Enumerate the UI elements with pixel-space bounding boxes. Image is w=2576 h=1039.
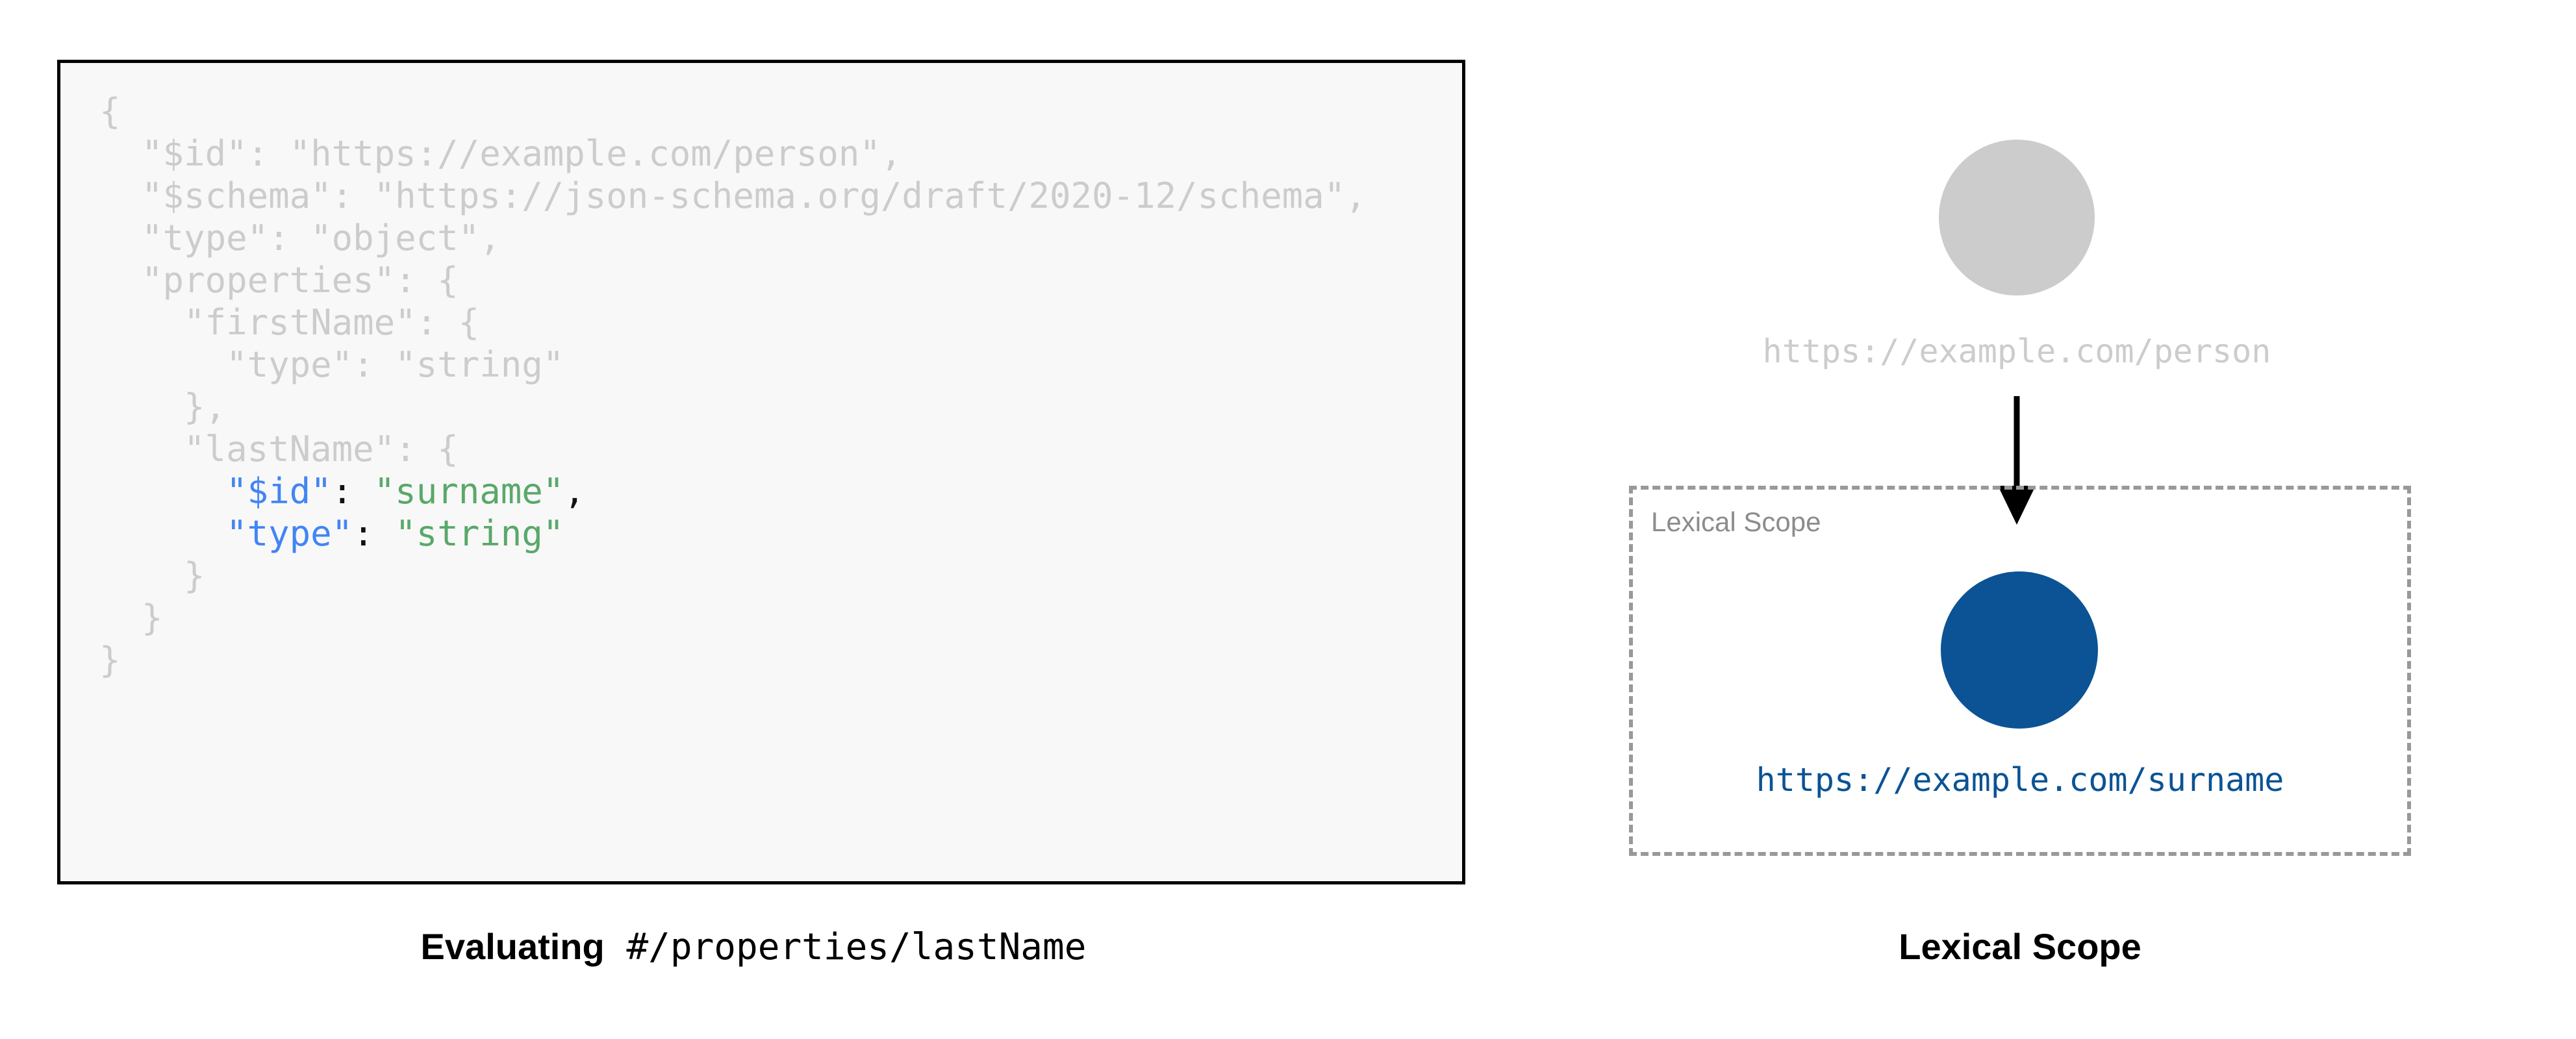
code-token-dim: "$id": "https://example.com/person", <box>142 133 902 174</box>
code-line: { <box>99 90 1367 132</box>
code-token-punct: , <box>564 471 585 512</box>
code-token-key: "type" <box>226 513 353 554</box>
code-line: "type": "string" <box>99 512 1367 555</box>
code-indent <box>99 471 226 512</box>
outer-schema-node-label: https://example.com/person <box>1762 332 2271 370</box>
code-line: "firstName": { <box>99 301 1367 344</box>
code-indent <box>99 302 184 343</box>
code-token-dim: { <box>99 91 121 132</box>
code-indent <box>99 597 142 638</box>
code-token-dim: } <box>99 640 121 681</box>
code-lines: { "$id": "https://example.com/person", "… <box>99 90 1367 681</box>
code-token-dim: "properties": { <box>142 260 459 301</box>
code-line: "$id": "surname", <box>99 470 1367 512</box>
code-line: "properties": { <box>99 259 1367 301</box>
code-token-punct: : <box>353 513 396 554</box>
json-code-block: { "$id": "https://example.com/person", "… <box>57 60 1465 884</box>
code-indent <box>99 513 226 554</box>
code-line: "$id": "https://example.com/person", <box>99 132 1367 175</box>
code-token-punct: : <box>331 471 374 512</box>
outer-schema-node-circle <box>1939 140 2095 295</box>
code-token-dim: "$schema": "https://json-schema.org/draf… <box>142 175 1367 216</box>
inner-schema-node-label: https://example.com/surname <box>1756 761 2284 799</box>
lexical-scope-boundary: Lexical Scope <box>1629 486 2411 856</box>
code-token-dim: } <box>142 597 163 638</box>
code-line: } <box>99 597 1367 639</box>
code-token-dim: }, <box>184 386 227 427</box>
code-indent <box>99 555 184 596</box>
code-line: "type": "string" <box>99 344 1367 386</box>
code-indent <box>99 218 142 258</box>
code-line: "$schema": "https://json-schema.org/draf… <box>99 175 1367 217</box>
left-caption-pointer: #/properties/lastName <box>626 926 1087 968</box>
left-caption-bold: Evaluating <box>420 926 605 967</box>
code-token-dim: "type": "object", <box>142 218 501 258</box>
code-token-str: "string" <box>395 513 564 554</box>
left-caption: Evaluating #/properties/lastName <box>0 925 1507 968</box>
code-token-dim: "lastName": { <box>184 429 459 469</box>
inner-schema-node-circle <box>1941 571 2098 729</box>
code-indent <box>99 133 142 174</box>
code-line: "type": "object", <box>99 217 1367 259</box>
code-indent <box>99 386 184 427</box>
code-line: }, <box>99 386 1367 428</box>
code-token-dim: "type": "string" <box>226 344 564 385</box>
code-indent <box>99 344 226 385</box>
code-token-str: "surname" <box>373 471 564 512</box>
lexical-scope-boundary-label: Lexical Scope <box>1651 507 1821 537</box>
code-line: } <box>99 639 1367 681</box>
code-indent <box>99 175 142 216</box>
code-line: } <box>99 555 1367 597</box>
code-indent <box>99 260 142 301</box>
diagram-panel: https://example.com/person Lexical Scope… <box>1559 0 2576 1039</box>
right-caption: Lexical Scope <box>1899 926 2141 967</box>
code-panel: { "$id": "https://example.com/person", "… <box>0 60 1507 968</box>
code-indent <box>99 429 184 469</box>
code-line: "lastName": { <box>99 428 1367 470</box>
scope-arrow-icon <box>1998 396 2036 525</box>
code-token-dim: } <box>184 555 205 596</box>
code-token-dim: "firstName": { <box>184 302 480 343</box>
code-token-key: "$id" <box>226 471 332 512</box>
